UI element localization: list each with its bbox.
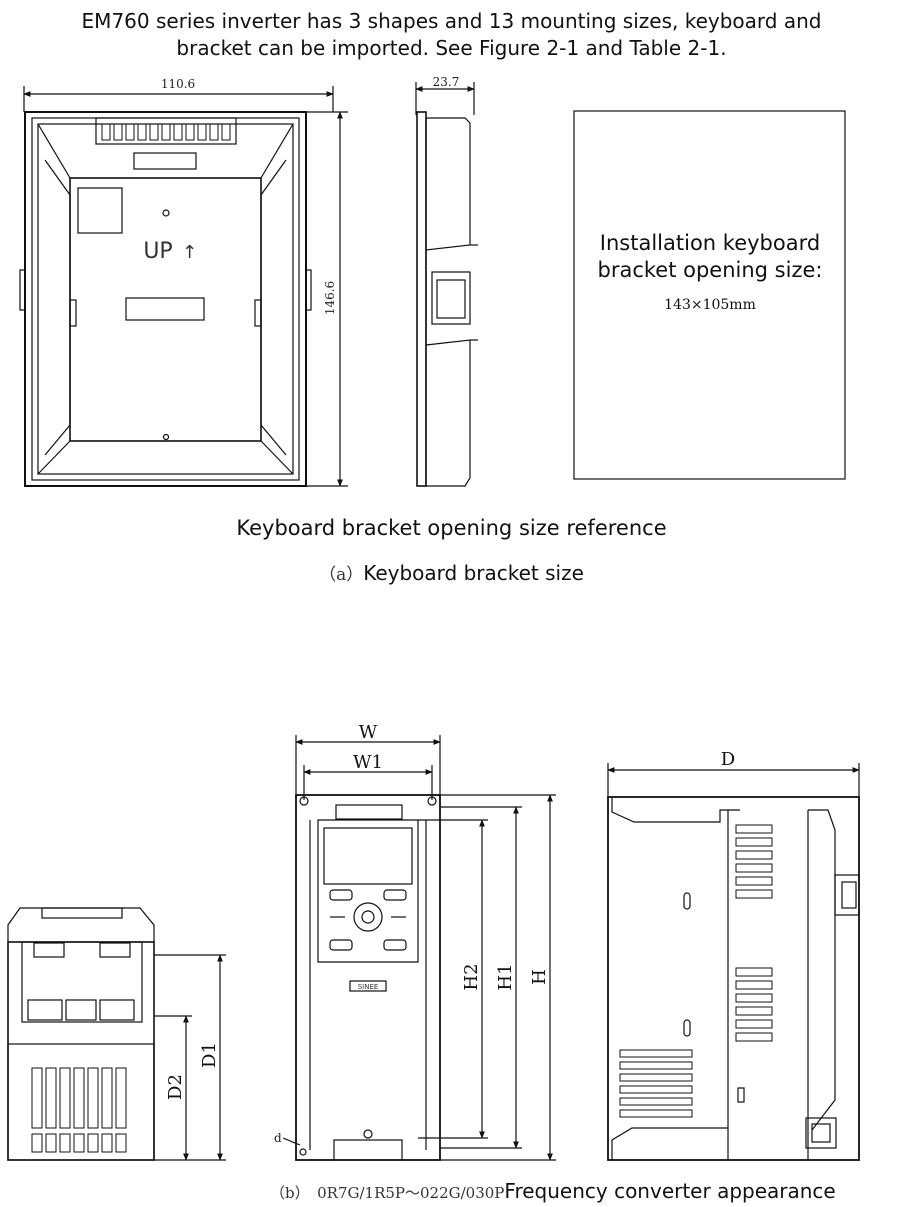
label-H2: H2 xyxy=(461,963,482,990)
label-D1: D1 xyxy=(199,1042,220,1068)
dim-depth-label: 23.7 xyxy=(433,75,460,89)
caption-a-prefix: （a） xyxy=(319,565,364,585)
inverter-side-view xyxy=(607,763,860,1161)
box-line-1: Installation keyboard xyxy=(599,231,821,255)
caption-b-prefix: （b） 0R7G/1R5P～022G/030P xyxy=(270,1184,505,1202)
box-line-2: bracket opening size: xyxy=(597,258,823,282)
opening-size-box xyxy=(573,110,846,480)
caption-b-text: Frequency converter appearance xyxy=(504,1179,836,1203)
caption-a-main: Keyboard bracket opening size reference xyxy=(236,516,667,540)
intro-line-2: bracket can be imported. See Figure 2-1 … xyxy=(176,36,727,60)
label-d: d xyxy=(274,1131,282,1145)
panel-up-label: UP xyxy=(143,239,172,264)
caption-a-sub: （a）Keyboard bracket size xyxy=(0,560,903,585)
inverter-bottom-view xyxy=(7,907,226,1161)
label-D: D xyxy=(721,749,735,770)
caption-b: （b） 0R7G/1R5P～022G/030PFrequency convert… xyxy=(270,1179,836,1203)
dim-height-label: 146.6 xyxy=(323,281,337,315)
bracket-side-view xyxy=(415,82,478,487)
label-W1: W1 xyxy=(353,752,383,773)
caption-a-text: Keyboard bracket size xyxy=(363,561,584,585)
brand-label: SINEE xyxy=(358,983,379,991)
up-arrow-icon: ↑ xyxy=(182,242,197,263)
label-H1: H1 xyxy=(495,963,516,990)
dim-width-label: 110.6 xyxy=(161,77,195,91)
bracket-front-view xyxy=(19,86,348,487)
label-H: H xyxy=(529,969,550,985)
box-size: 143×105mm xyxy=(664,297,756,313)
intro-line-1: EM760 series inverter has 3 shapes and 1… xyxy=(81,9,822,33)
label-W: W xyxy=(359,722,378,743)
inverter-front-view xyxy=(282,735,556,1161)
label-D2: D2 xyxy=(165,1074,186,1100)
